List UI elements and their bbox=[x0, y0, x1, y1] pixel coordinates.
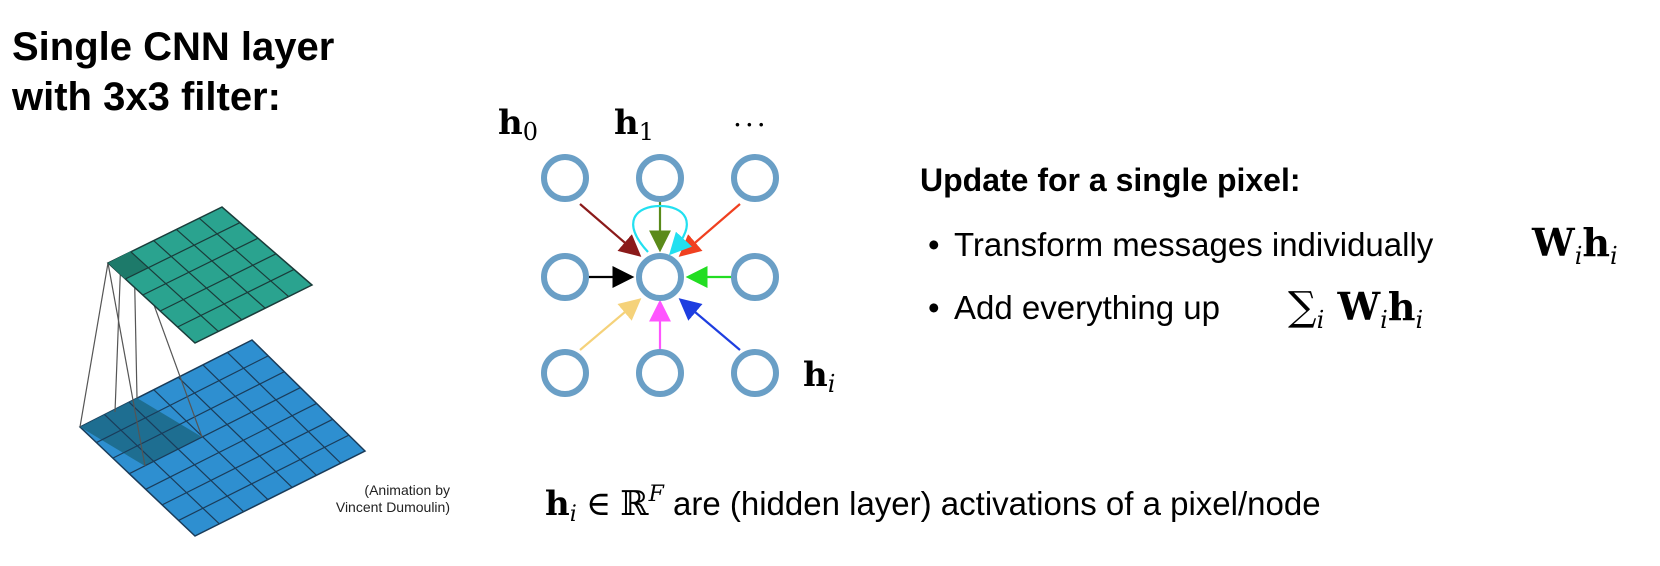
credit-line-1: (Animation by bbox=[364, 482, 450, 498]
credit-line-2: Vincent Dumoulin) bbox=[335, 499, 450, 515]
element-of-symbol: ∈ bbox=[585, 484, 612, 524]
graph-nodes bbox=[541, 154, 779, 397]
grid-line bbox=[177, 376, 293, 488]
page-title: Single CNN layer with 3x3 filter: bbox=[12, 22, 334, 122]
label-h1: h1 bbox=[614, 103, 655, 146]
input-grid bbox=[78, 339, 367, 537]
graph-edges bbox=[579, 200, 741, 352]
grid-line bbox=[159, 253, 277, 312]
title-line-1: Single CNN layer bbox=[12, 25, 335, 69]
activation-text: are (hidden layer) activations of a pixe… bbox=[673, 485, 1321, 522]
self-loop-edge bbox=[632, 204, 693, 256]
node-2-0 bbox=[541, 349, 589, 397]
bullet-add: • Add everything up bbox=[928, 288, 1220, 328]
activation-definition: hi ∈ ℝF are (hidden layer) activations o… bbox=[545, 474, 1321, 536]
grid-line bbox=[96, 355, 269, 444]
grid-line bbox=[177, 268, 295, 328]
bullet-dot: • bbox=[928, 289, 940, 326]
formula-Wh: Wihi bbox=[1532, 220, 1618, 271]
grid-line bbox=[178, 434, 350, 521]
label-h0: h0 bbox=[498, 103, 539, 146]
node-center bbox=[636, 253, 684, 301]
bullet-dot: • bbox=[928, 226, 940, 263]
formula-sum-Wh: ∑i Wihi bbox=[1288, 284, 1424, 335]
grid-line bbox=[202, 364, 317, 476]
edge-bottom-left bbox=[579, 298, 642, 351]
update-title: Update for a single pixel: bbox=[920, 162, 1301, 198]
grid-line bbox=[130, 251, 219, 332]
grid-line bbox=[129, 387, 301, 475]
output-grid bbox=[106, 206, 314, 344]
edge-top-left bbox=[579, 203, 642, 257]
grid-line bbox=[153, 240, 243, 321]
title-line-2: with 3x3 filter: bbox=[12, 75, 281, 119]
grid-line bbox=[142, 237, 259, 296]
edge-bottom-right bbox=[678, 298, 741, 351]
node-0-2 bbox=[731, 154, 779, 202]
grid-line bbox=[198, 217, 289, 298]
grid-line bbox=[176, 228, 266, 309]
node-2-1 bbox=[636, 349, 684, 397]
edge-top-right bbox=[678, 203, 741, 257]
node-2-2 bbox=[731, 349, 779, 397]
node-1-2 bbox=[731, 253, 779, 301]
bullet-transform: • Transform messages individually bbox=[928, 225, 1433, 265]
grid-line bbox=[227, 351, 342, 464]
grid-line bbox=[125, 222, 241, 280]
grid-line bbox=[161, 418, 333, 506]
label-ellipsis: ... bbox=[733, 100, 769, 133]
grid-line bbox=[104, 414, 220, 525]
label-hi: hi bbox=[803, 355, 836, 398]
grid-line bbox=[145, 402, 317, 490]
node-0-1 bbox=[636, 154, 684, 202]
animation-credit: (Animation by Vincent Dumoulin) bbox=[290, 482, 450, 516]
node-0-0 bbox=[541, 154, 589, 202]
bullet-transform-text: Transform messages individually bbox=[954, 226, 1434, 263]
bullet-add-text: Add everything up bbox=[954, 289, 1221, 326]
grid-line bbox=[153, 389, 269, 501]
node-1-0 bbox=[541, 253, 589, 301]
h-symbol: hi bbox=[545, 484, 577, 527]
reals-symbol: ℝF bbox=[620, 482, 664, 524]
grid-line bbox=[128, 401, 244, 513]
